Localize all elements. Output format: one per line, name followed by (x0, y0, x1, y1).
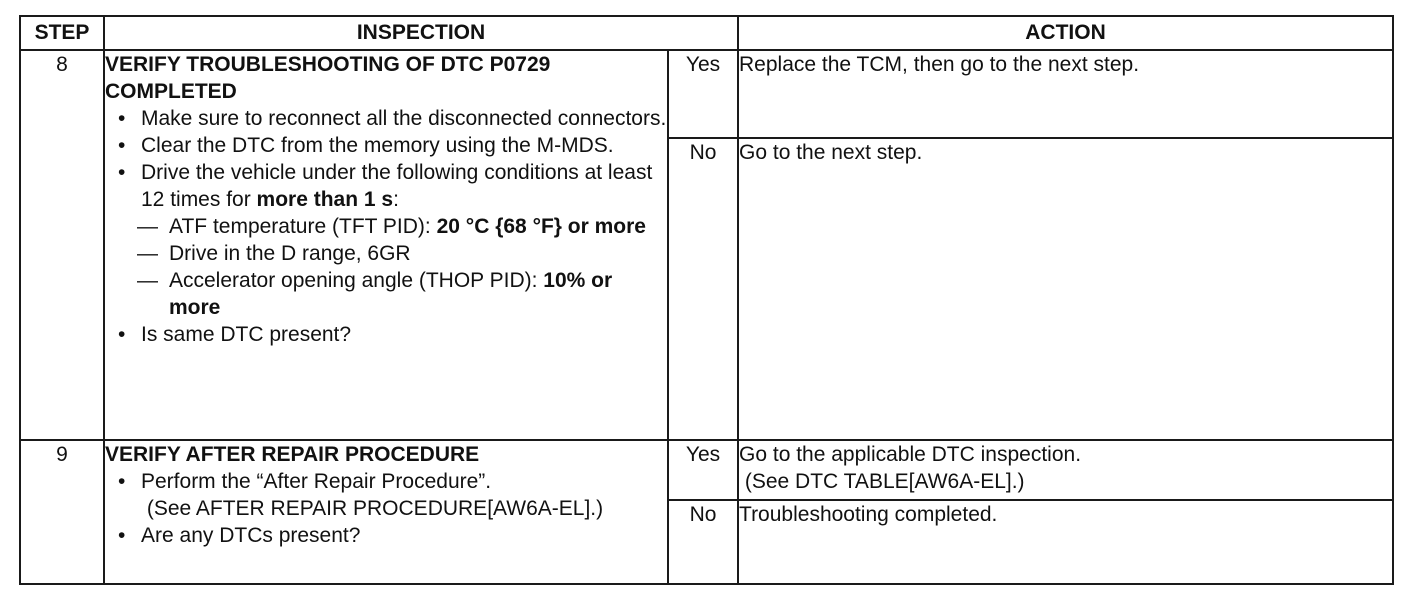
bullet-item: Drive the vehicle under the following co… (105, 159, 667, 321)
step-8-yes-row: 8 VERIFY TROUBLESHOOTING OF DTC P0729 CO… (19, 49, 1395, 441)
bullet-item: Are any DTCs present? (105, 522, 667, 549)
bullet-item: Make sure to reconnect all the disconnec… (105, 105, 667, 132)
condition-item: — Drive in the D range, 6GR (137, 242, 411, 265)
step-8-inspection: VERIFY TROUBLESHOOTING OF DTC P0729 COMP… (103, 49, 669, 441)
procedure-table: STEP INSPECTION ACTION 8 VERIFY TROUBLES… (19, 15, 1395, 585)
yes-action: Go to the applicable DTC inspection. (Se… (737, 439, 1395, 501)
inspection-bullets: Perform the “After Repair Procedure”. (S… (105, 468, 667, 549)
yes-label: Yes (666, 49, 740, 139)
condition-list: — ATF temperature (TFT PID): 20 °C {68 °… (137, 213, 667, 321)
step-number: 8 (19, 49, 105, 441)
condition-item: — Accelerator opening angle (THOP PID): … (137, 269, 613, 319)
no-label: No (666, 499, 740, 585)
step-9-yes-row: 9 VERIFY AFTER REPAIR PROCEDURE Perform … (19, 439, 1395, 585)
no-label: No (666, 137, 740, 441)
step-title: VERIFY AFTER REPAIR PROCEDURE (105, 443, 480, 466)
bullet-item: Perform the “After Repair Procedure”. (S… (105, 468, 667, 522)
header-step: STEP (19, 15, 105, 51)
header-action: ACTION (737, 15, 1395, 51)
no-action: Troubleshooting completed. (737, 499, 1395, 585)
bullet-item: Clear the DTC from the memory using the … (105, 132, 667, 159)
inspection-bullets: Make sure to reconnect all the disconnec… (105, 105, 667, 348)
no-action: Go to the next step. (737, 137, 1395, 441)
yes-action: Replace the TCM, then go to the next ste… (737, 49, 1395, 139)
header-inspection: INSPECTION (102, 15, 740, 51)
step-number: 9 (19, 439, 105, 585)
header-row: STEP INSPECTION ACTION (19, 15, 1395, 51)
step-8-no-row: No Go to the next step. (20, 137, 1395, 441)
yes-label: Yes (666, 439, 740, 501)
bullet-item: Is same DTC present? (105, 321, 667, 348)
condition-item: — ATF temperature (TFT PID): 20 °C {68 °… (137, 215, 646, 238)
step-9-no-row: No Troubleshooting completed. (20, 499, 1395, 585)
step-title: VERIFY TROUBLESHOOTING OF DTC P0729 COMP… (105, 53, 551, 103)
step-9-inspection: VERIFY AFTER REPAIR PROCEDURE Perform th… (103, 439, 669, 585)
